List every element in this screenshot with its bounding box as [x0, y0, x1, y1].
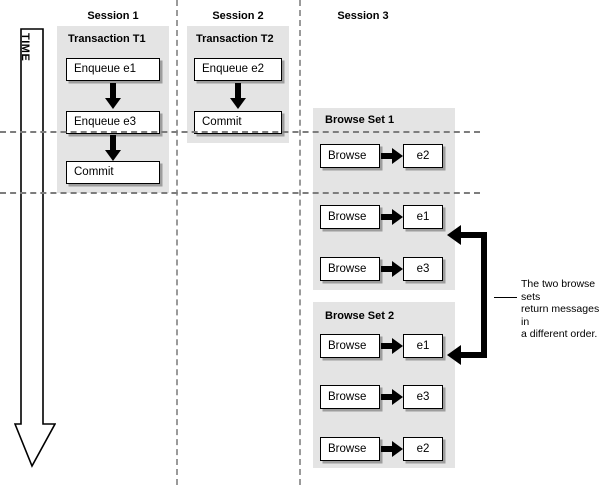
column-header-session-1: Session 1	[87, 10, 139, 22]
bs1-row-0-message[interactable]: e2	[403, 144, 443, 168]
arrow-shaft	[381, 446, 394, 452]
arrow-head	[105, 150, 121, 161]
s2-arrow-1	[194, 83, 282, 109]
bs1-row-0-browse[interactable]: Browse	[320, 144, 380, 168]
bs1-row-1-arrow	[381, 205, 403, 229]
bs2-row-0-browse[interactable]: Browse	[320, 334, 380, 358]
session-separator-2	[299, 0, 301, 485]
bs2-row-1-arrow	[381, 385, 403, 409]
bs2-row-1-message[interactable]: e3	[403, 385, 443, 409]
annotation-note-line-3: a different order.	[521, 328, 598, 340]
arrow-head	[105, 98, 121, 109]
bs1-row-1-browse[interactable]: Browse	[320, 205, 380, 229]
bs1-row-2-browse[interactable]: Browse	[320, 257, 380, 281]
s1-step-commit[interactable]: Commit	[66, 161, 160, 184]
transaction-t2-title: Transaction T2	[196, 33, 274, 45]
transaction-t1-title: Transaction T1	[68, 33, 146, 45]
bracket-shape	[447, 225, 487, 365]
s1-arrow-2	[66, 135, 160, 161]
arrow-shaft	[381, 266, 394, 272]
annotation-note-line-2: return messages in	[521, 303, 600, 328]
annotation-note: The two browse sets return messages in a…	[521, 278, 609, 341]
time-axis-label: TIME	[19, 33, 31, 62]
arrow-head	[392, 441, 403, 457]
column-header-session-3: Session 3	[337, 10, 389, 22]
column-header-session-2: Session 2	[212, 10, 264, 22]
time-axis-arrow	[13, 28, 57, 468]
annotation-leader-line	[494, 297, 517, 298]
browse-order-bracket	[445, 225, 493, 365]
arrow-head	[392, 209, 403, 225]
arrow-head	[392, 261, 403, 277]
arrow-shaft	[381, 214, 394, 220]
arrow-shaft	[235, 83, 241, 100]
arrow-shaft	[110, 83, 116, 100]
browse-set-1-title: Browse Set 1	[325, 114, 395, 126]
arrow-shaft	[381, 394, 394, 400]
annotation-note-line-1: The two browse sets	[521, 278, 596, 303]
browse-set-2-title: Browse Set 2	[325, 310, 395, 322]
session-separator-1	[176, 0, 178, 485]
bs1-row-1-message[interactable]: e1	[403, 205, 443, 229]
arrow-head	[392, 389, 403, 405]
bs2-row-2-message[interactable]: e2	[403, 437, 443, 461]
bs1-row-2-message[interactable]: e3	[403, 257, 443, 281]
s1-arrow-1	[66, 83, 160, 109]
arrow-shaft	[381, 343, 394, 349]
arrow-shaft	[110, 135, 116, 152]
time-marker-2	[0, 192, 480, 194]
bs2-row-0-arrow	[381, 334, 403, 358]
time-marker-1	[0, 131, 480, 133]
bs2-row-2-arrow	[381, 437, 403, 461]
bs2-row-2-browse[interactable]: Browse	[320, 437, 380, 461]
s2-step-commit[interactable]: Commit	[194, 111, 282, 134]
s1-step-enqueue-e1[interactable]: Enqueue e1	[66, 58, 160, 81]
time-arrow-shape	[13, 28, 57, 468]
bs1-row-0-arrow	[381, 144, 403, 168]
arrow-head	[392, 338, 403, 354]
bs2-row-1-browse[interactable]: Browse	[320, 385, 380, 409]
bs1-row-2-arrow	[381, 257, 403, 281]
s2-step-enqueue-e2[interactable]: Enqueue e2	[194, 58, 282, 81]
arrow-head	[230, 98, 246, 109]
s1-step-enqueue-e3[interactable]: Enqueue e3	[66, 111, 160, 134]
bs2-row-0-message[interactable]: e1	[403, 334, 443, 358]
arrow-shaft	[381, 153, 394, 159]
arrow-head	[392, 148, 403, 164]
